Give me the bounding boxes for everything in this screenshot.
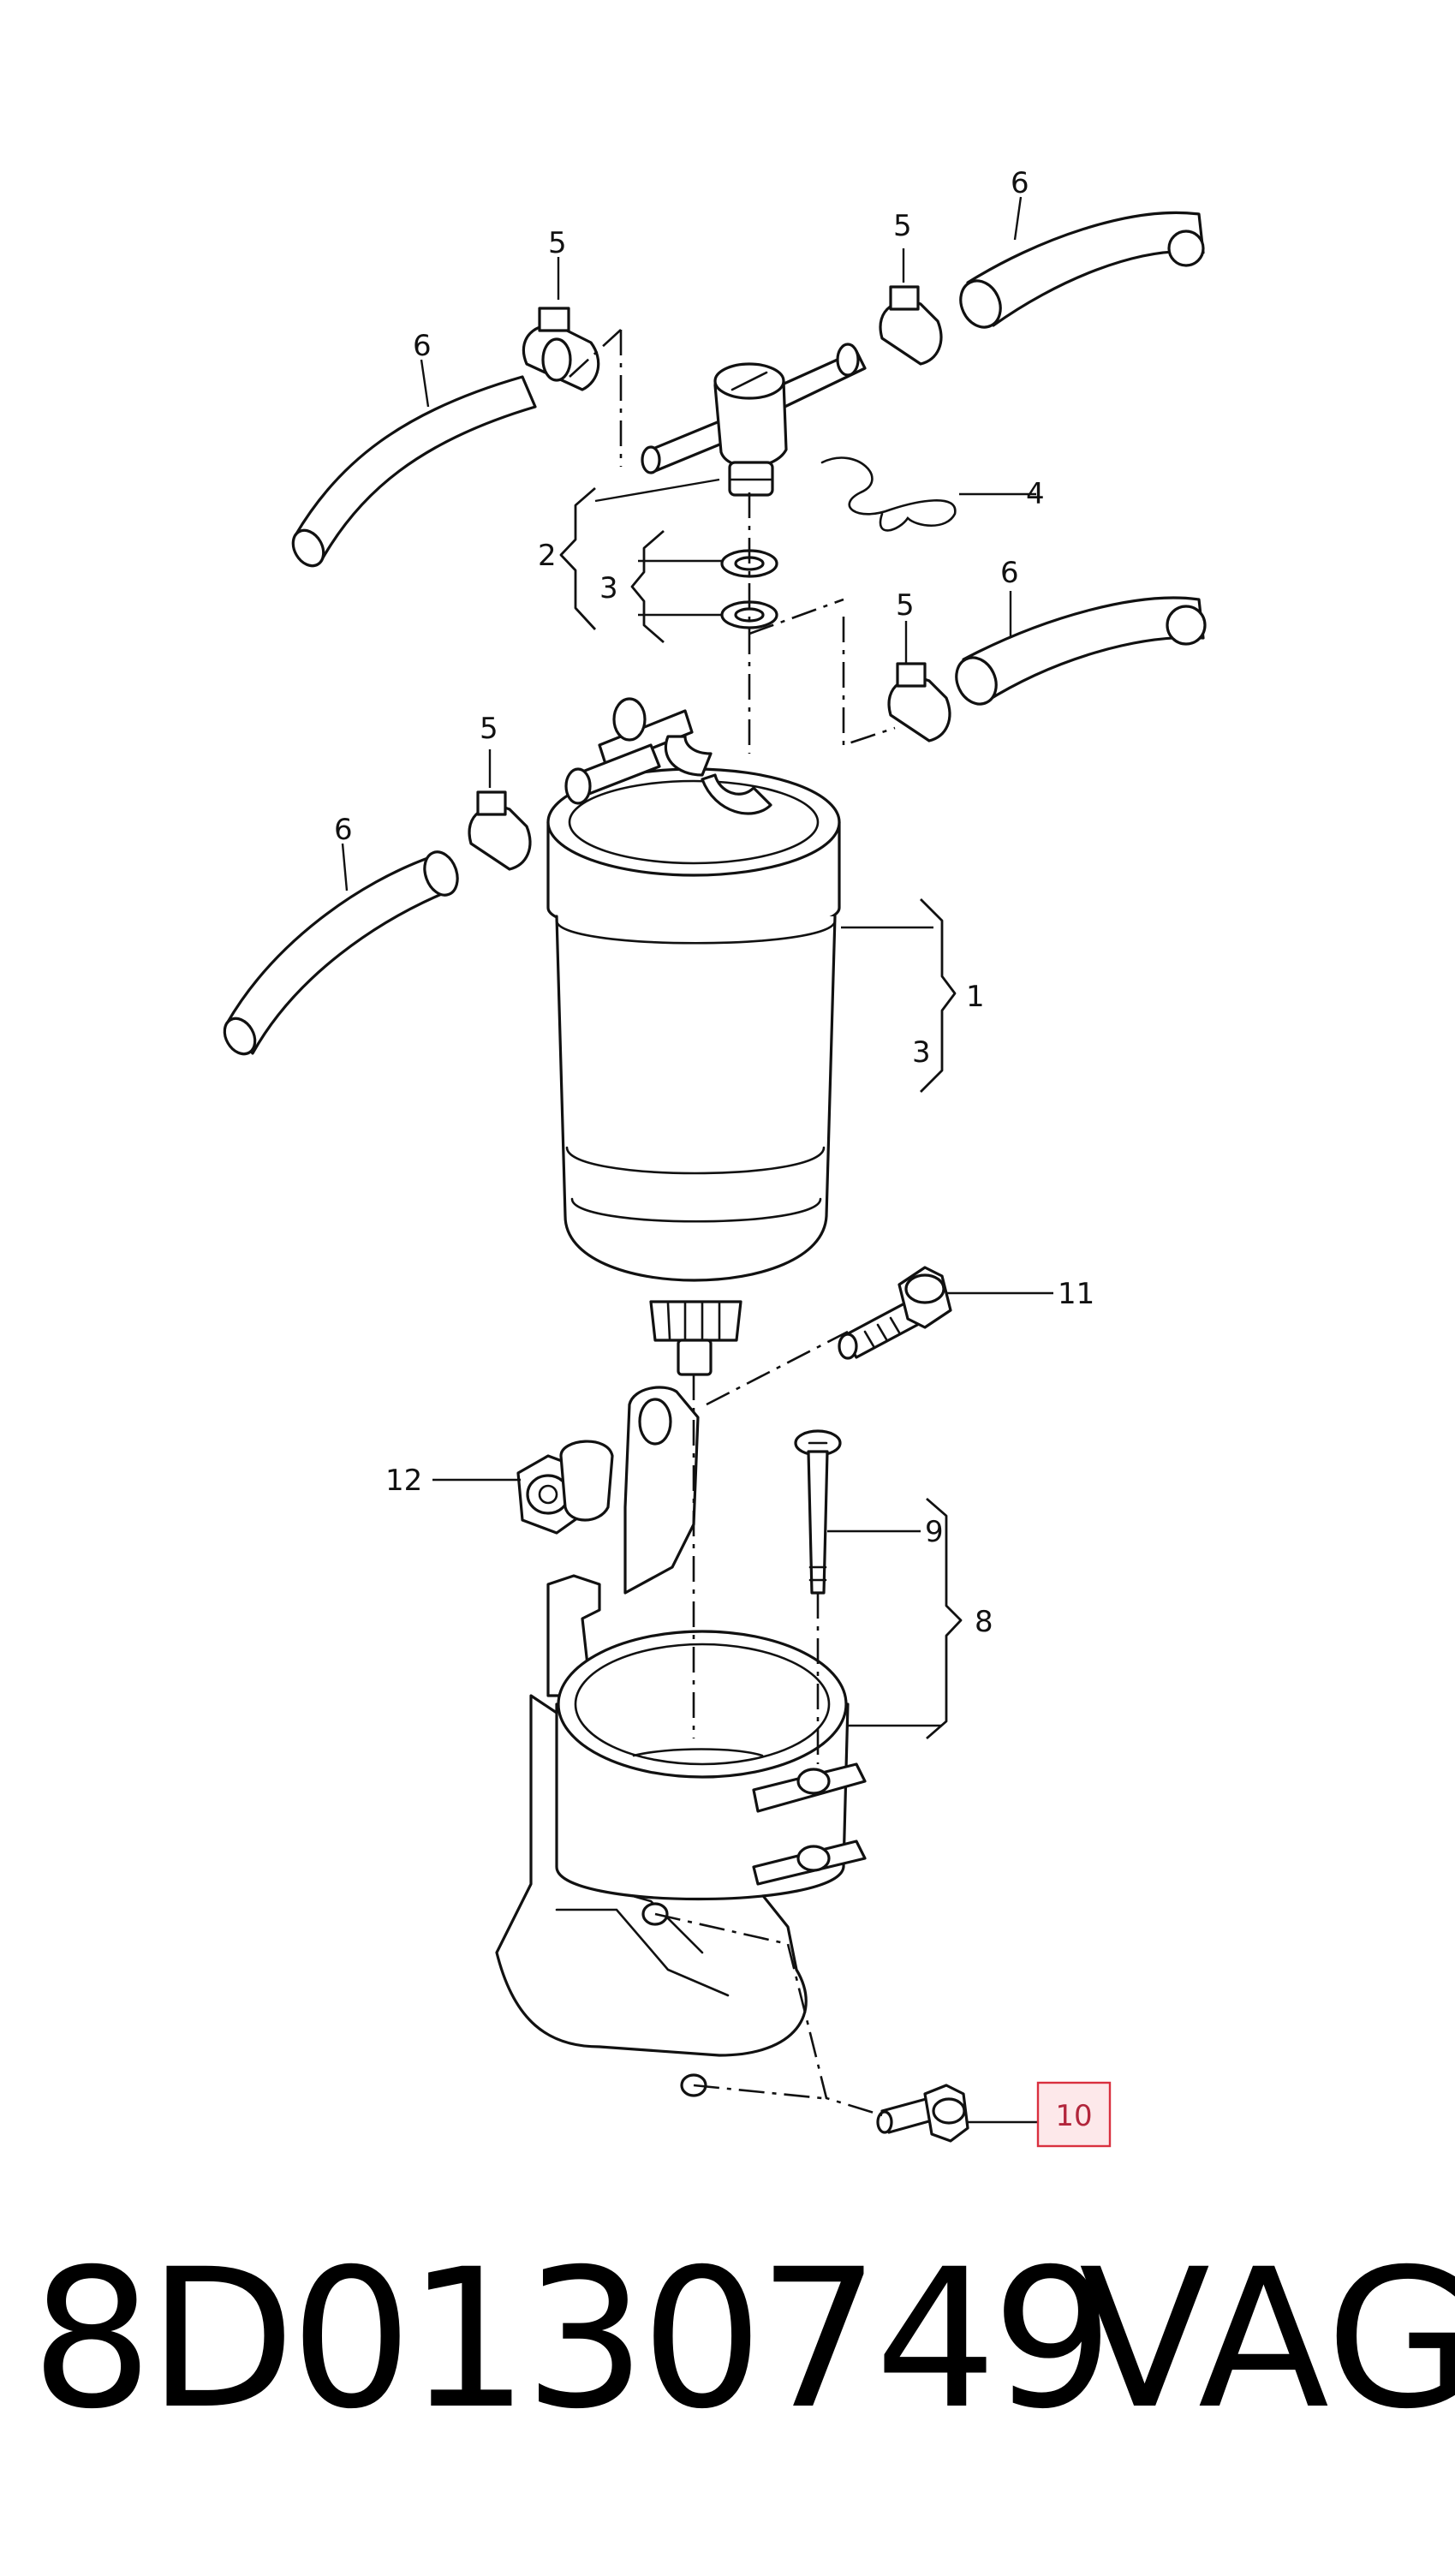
callout-8: 8	[975, 1605, 993, 1639]
callout-6-mid-left: 6	[334, 813, 353, 847]
callout-12: 12	[385, 1464, 422, 1498]
hose-mid-right	[955, 596, 1207, 706]
clamp-top-left	[522, 307, 600, 391]
fuel-filter-housing	[546, 697, 841, 1376]
clamp-mid-right	[887, 662, 951, 742]
hose-top-right	[959, 211, 1205, 329]
callout-11: 11	[1058, 1277, 1094, 1311]
wire-clip	[820, 456, 957, 532]
callout-4: 4	[1026, 477, 1045, 511]
footer: 8D0130749 VAG	[0, 2227, 1455, 2552]
pipe-end-top-right	[836, 343, 860, 377]
brace-2	[559, 486, 597, 630]
nut-12	[516, 1440, 614, 1535]
brace-1	[920, 898, 957, 1093]
callout-1: 1	[966, 980, 985, 1014]
highlight-box-10	[1036, 2081, 1112, 2148]
callout-3-filter: 3	[912, 1035, 931, 1070]
control-valve	[641, 362, 788, 497]
callout-6-top-left: 6	[413, 329, 432, 363]
callout-5-top-right: 5	[893, 209, 912, 243]
brand-name: VAG	[1079, 2227, 1455, 2451]
callout-3-orings: 3	[599, 571, 618, 605]
fuel-filter-exploded-diagram: 5 5 6 6 2 3 4 5 6 5 6 1 3 11 12 9 8 10	[223, 166, 1207, 2148]
callout-5-mid-left: 5	[480, 712, 498, 746]
part-number: 8D0130749	[31, 2227, 1114, 2451]
brace-8	[926, 1497, 963, 1740]
callout-2: 2	[538, 539, 557, 573]
clamp-ring	[555, 1630, 867, 1901]
clamp-top-right	[879, 285, 943, 366]
callout-6-mid-right: 6	[1000, 556, 1019, 590]
brace-3-top	[630, 529, 665, 644]
callout-10: 10	[1055, 2099, 1092, 2133]
callout-5-top-left: 5	[548, 226, 567, 260]
bolt-9	[794, 1429, 842, 1595]
bolt-10	[876, 2084, 969, 2143]
hose-top-left	[291, 375, 537, 568]
callout-9: 9	[925, 1515, 944, 1549]
hose-mid-left	[223, 850, 459, 1056]
bolt-11	[838, 1266, 952, 1360]
callout-5-mid-right: 5	[896, 588, 915, 623]
clamp-mid-left	[468, 790, 532, 871]
callout-6-top-right: 6	[1011, 166, 1029, 200]
